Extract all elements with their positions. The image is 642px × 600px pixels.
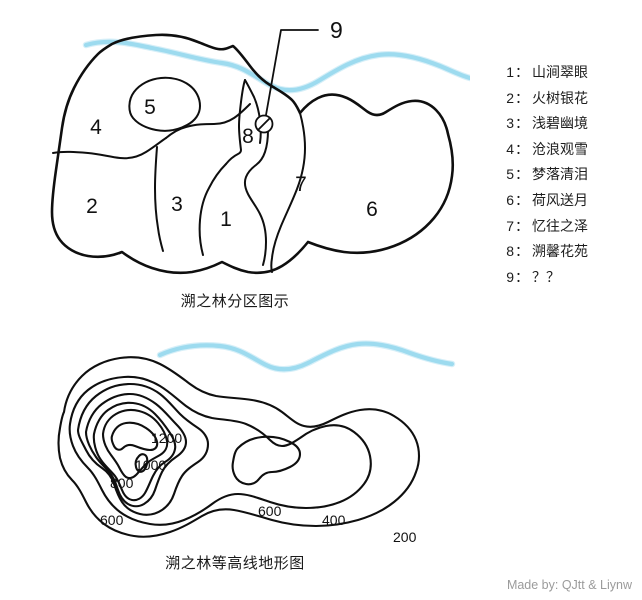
boundary-4-2: [52, 137, 167, 160]
legend-key-1: 1: [506, 64, 514, 80]
legend-separator: ：: [515, 167, 529, 184]
zone-number-6: 6: [366, 198, 378, 221]
legend-name-3: 浅碧幽境: [532, 116, 588, 133]
contour-line-peak: [110, 421, 159, 452]
zone-number-5: 5: [144, 96, 156, 119]
zone-map-drawing: 1 2 3 4 5 6 7 8 9: [50, 17, 470, 275]
legend-key-8: 8: [506, 243, 514, 260]
legend-item-1: 1 ： 山涧翠眼: [492, 62, 642, 88]
contour-map-caption: 溯之林等高线地形图: [165, 554, 305, 572]
contour-label-600-right: 600: [258, 503, 282, 519]
contour-label-1200: 1200: [151, 430, 182, 446]
zone-number-1: 1: [220, 208, 232, 231]
legend-item-6: 6 ： 荷风送月: [492, 190, 642, 216]
legend-key-9: 9: [506, 268, 514, 285]
legend-item-8: 8 ： 溯馨花苑: [492, 241, 642, 267]
contour-label-800: 800: [110, 475, 134, 491]
contour-label-400: 400: [322, 512, 346, 528]
legend-item-7: 7 ： 忆往之泽: [492, 216, 642, 242]
boundary-zone-5: [128, 76, 201, 132]
pointer-9-group: [254, 29, 319, 134]
zone-number-2: 2: [86, 195, 98, 218]
zone-number-4: 4: [90, 116, 102, 139]
contour-line-600-right: [231, 435, 302, 486]
legend-separator: ：: [515, 116, 529, 133]
legend-item-4: 4 ： 沧浪观雪: [492, 139, 642, 165]
zone-map-outline: [50, 33, 455, 275]
legend-key-2: 2: [506, 89, 514, 106]
boundary-7-6: [270, 112, 306, 273]
stream-line: [83, 39, 470, 93]
contour-line-800: [84, 392, 188, 508]
legend-separator: ：: [515, 90, 529, 107]
legend-separator: ：: [515, 65, 529, 81]
boundary-8-right: [243, 129, 269, 266]
legend-name-7: 忆往之泽: [532, 218, 588, 235]
legend-name-2: 火树银花: [532, 90, 588, 107]
zone-number-8: 8: [242, 125, 254, 148]
contour-line-knoll: [134, 453, 149, 473]
zone-number-9: 9: [330, 17, 343, 43]
stream-group: [82, 38, 470, 94]
contour-line-1000: [92, 401, 177, 502]
zone-map-panel: 1 2 3 4 5 6 7 8 9: [0, 0, 470, 315]
boundary-4-3: [165, 103, 251, 139]
legend-name-4: 沧浪观雪: [532, 141, 588, 158]
legend-name-1: 山涧翠眼: [532, 65, 588, 81]
contour-stream-group: [156, 340, 456, 373]
contour-line-600-left: [76, 382, 210, 516]
legend-separator: ：: [515, 269, 529, 286]
contour-map-panel: 1200 1000 800 600 600 400 200: [0, 320, 470, 600]
boundary-3-1: [198, 163, 227, 256]
contour-line-1200: [101, 408, 169, 480]
zone-legend: 1 ： 山涧翠眼 2 ： 火树银花 3 ： 浅碧幽境 4 ： 沧浪观雪 5 ： …: [492, 62, 642, 292]
legend-item-9: 9 ： ？？: [492, 267, 642, 293]
contour-line-400: [68, 375, 372, 526]
legend-name-5: 梦落清泪: [532, 167, 588, 184]
legend-item-5: 5 ： 梦落清泪: [492, 164, 642, 190]
contour-map-drawing: 1200 1000 800 600 600 400 200: [57, 340, 456, 545]
contour-label-600-left: 600: [100, 512, 124, 528]
pointer-9-marker-slash: [257, 117, 271, 131]
legend-item-2: 2 ： 火树银花: [492, 88, 642, 114]
legend-key-4: 4: [506, 140, 514, 157]
legend-key-3: 3: [506, 115, 514, 132]
legend-separator: ：: [515, 218, 529, 235]
legend-item-3: 3 ： 浅碧幽境: [492, 113, 642, 139]
legend-separator: ：: [515, 192, 529, 209]
contour-line-200: [57, 356, 421, 538]
legend-name-8: 溯馨花苑: [532, 244, 588, 261]
pointer-9-leader: [265, 29, 319, 116]
legend-name-6: 荷风送月: [532, 192, 588, 209]
contour-label-1000: 1000: [135, 457, 166, 473]
legend-separator: ：: [515, 141, 529, 158]
contour-stream-line: [157, 341, 455, 372]
credit-text: Made by: QJtt & Liynw: [506, 578, 632, 592]
legend-name-9: ？？: [532, 269, 560, 286]
legend-key-7: 7: [506, 217, 514, 234]
zone-number-3: 3: [171, 193, 183, 216]
boundary-1-7: [225, 79, 246, 165]
legend-separator: ：: [515, 244, 529, 261]
legend-key-5: 5: [506, 166, 514, 183]
boundary-2-3: [154, 146, 164, 252]
legend-key-6: 6: [506, 191, 514, 208]
zone-number-7: 7: [295, 173, 307, 196]
contour-label-200: 200: [393, 529, 417, 545]
zone-map-caption: 溯之林分区图示: [180, 292, 290, 310]
